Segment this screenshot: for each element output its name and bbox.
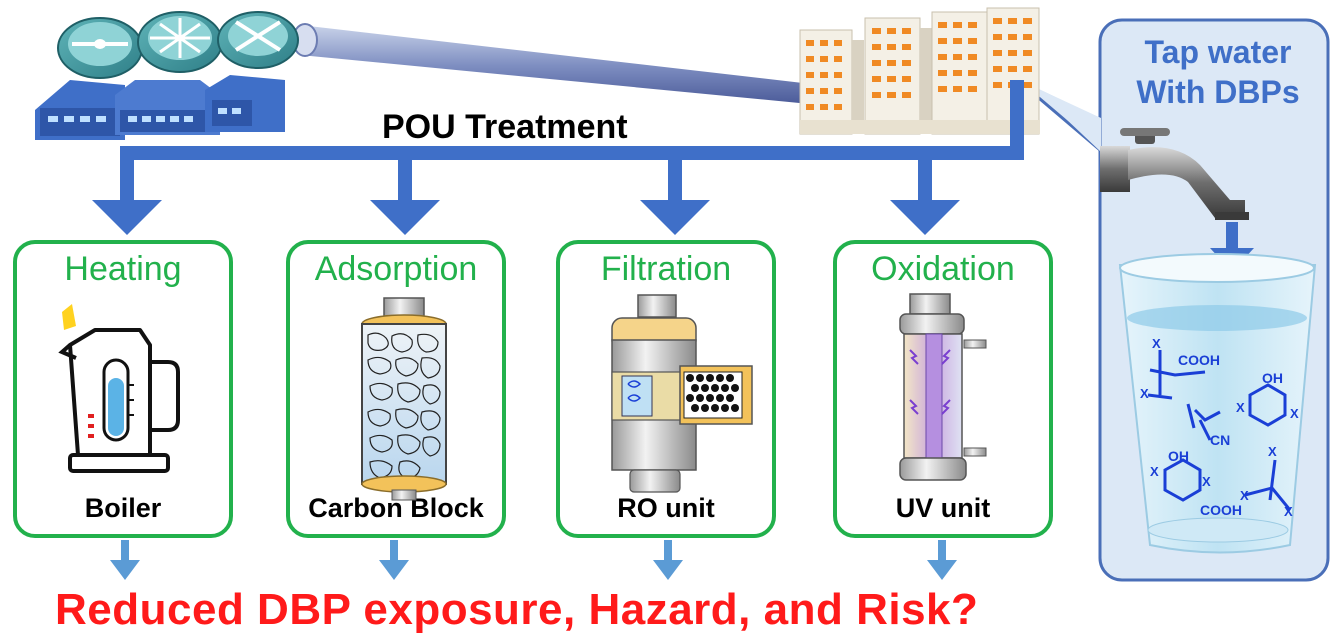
tap-water-line2: With DBPs xyxy=(1136,74,1300,110)
stage-oxidation-label: UV unit xyxy=(895,493,991,523)
chem-label-x: X xyxy=(1236,400,1245,415)
chem-label-x: X xyxy=(1140,386,1149,401)
stage-filtration-title: Filtration xyxy=(600,250,732,288)
chem-label-x: X xyxy=(1268,444,1277,459)
distribution-arrows xyxy=(92,80,1024,235)
treatment-plant-icon xyxy=(35,11,299,140)
stage-heating-label: Boiler xyxy=(84,493,162,523)
chem-label-cooh-bottom: COOH xyxy=(1200,502,1242,518)
chem-label-cooh-top: COOH xyxy=(1178,352,1220,368)
stage-heating-title: Heating xyxy=(64,250,182,288)
chem-label-x: X xyxy=(1290,406,1299,421)
outcome-question: Reduced DBP exposure, Hazard, and Risk? xyxy=(55,585,979,634)
chem-label-x: X xyxy=(1202,474,1211,489)
tap-water-line1: Tap water xyxy=(1144,34,1292,70)
stage-filtration-label: RO unit xyxy=(617,493,715,523)
tap-water-title: Tap water With DBPs xyxy=(1100,32,1333,112)
stage-adsorption-title: Adsorption xyxy=(314,250,478,288)
chem-label-cn: CN xyxy=(1210,432,1231,448)
stage-oxidation-box: Oxidation UV unit xyxy=(833,240,1053,538)
apartment-buildings-icon xyxy=(799,7,1040,135)
stage-filtration-box: Filtration RO unit xyxy=(556,240,776,538)
stage-oxidation-title: Oxidation xyxy=(871,250,1015,288)
chem-label-oh-right: OH xyxy=(1262,370,1283,386)
water-pipe xyxy=(292,23,820,105)
stage-adsorption-box: Adsorption Carbon Block xyxy=(286,240,506,538)
chem-label-oh-bottom: OH xyxy=(1168,448,1189,464)
stage-heating-box: Heating Boiler xyxy=(13,240,233,538)
chem-label-x: X xyxy=(1284,504,1293,519)
pou-treatment-title: POU Treatment xyxy=(382,108,628,146)
faucet-icon xyxy=(1100,128,1249,220)
chem-label-x: X xyxy=(1150,464,1159,479)
stage-adsorption-label: Carbon Block xyxy=(308,493,484,523)
output-arrows xyxy=(110,540,957,580)
water-glass-icon xyxy=(1118,253,1317,554)
chem-label-x: X xyxy=(1240,488,1249,503)
chem-label-x: X xyxy=(1152,336,1161,351)
